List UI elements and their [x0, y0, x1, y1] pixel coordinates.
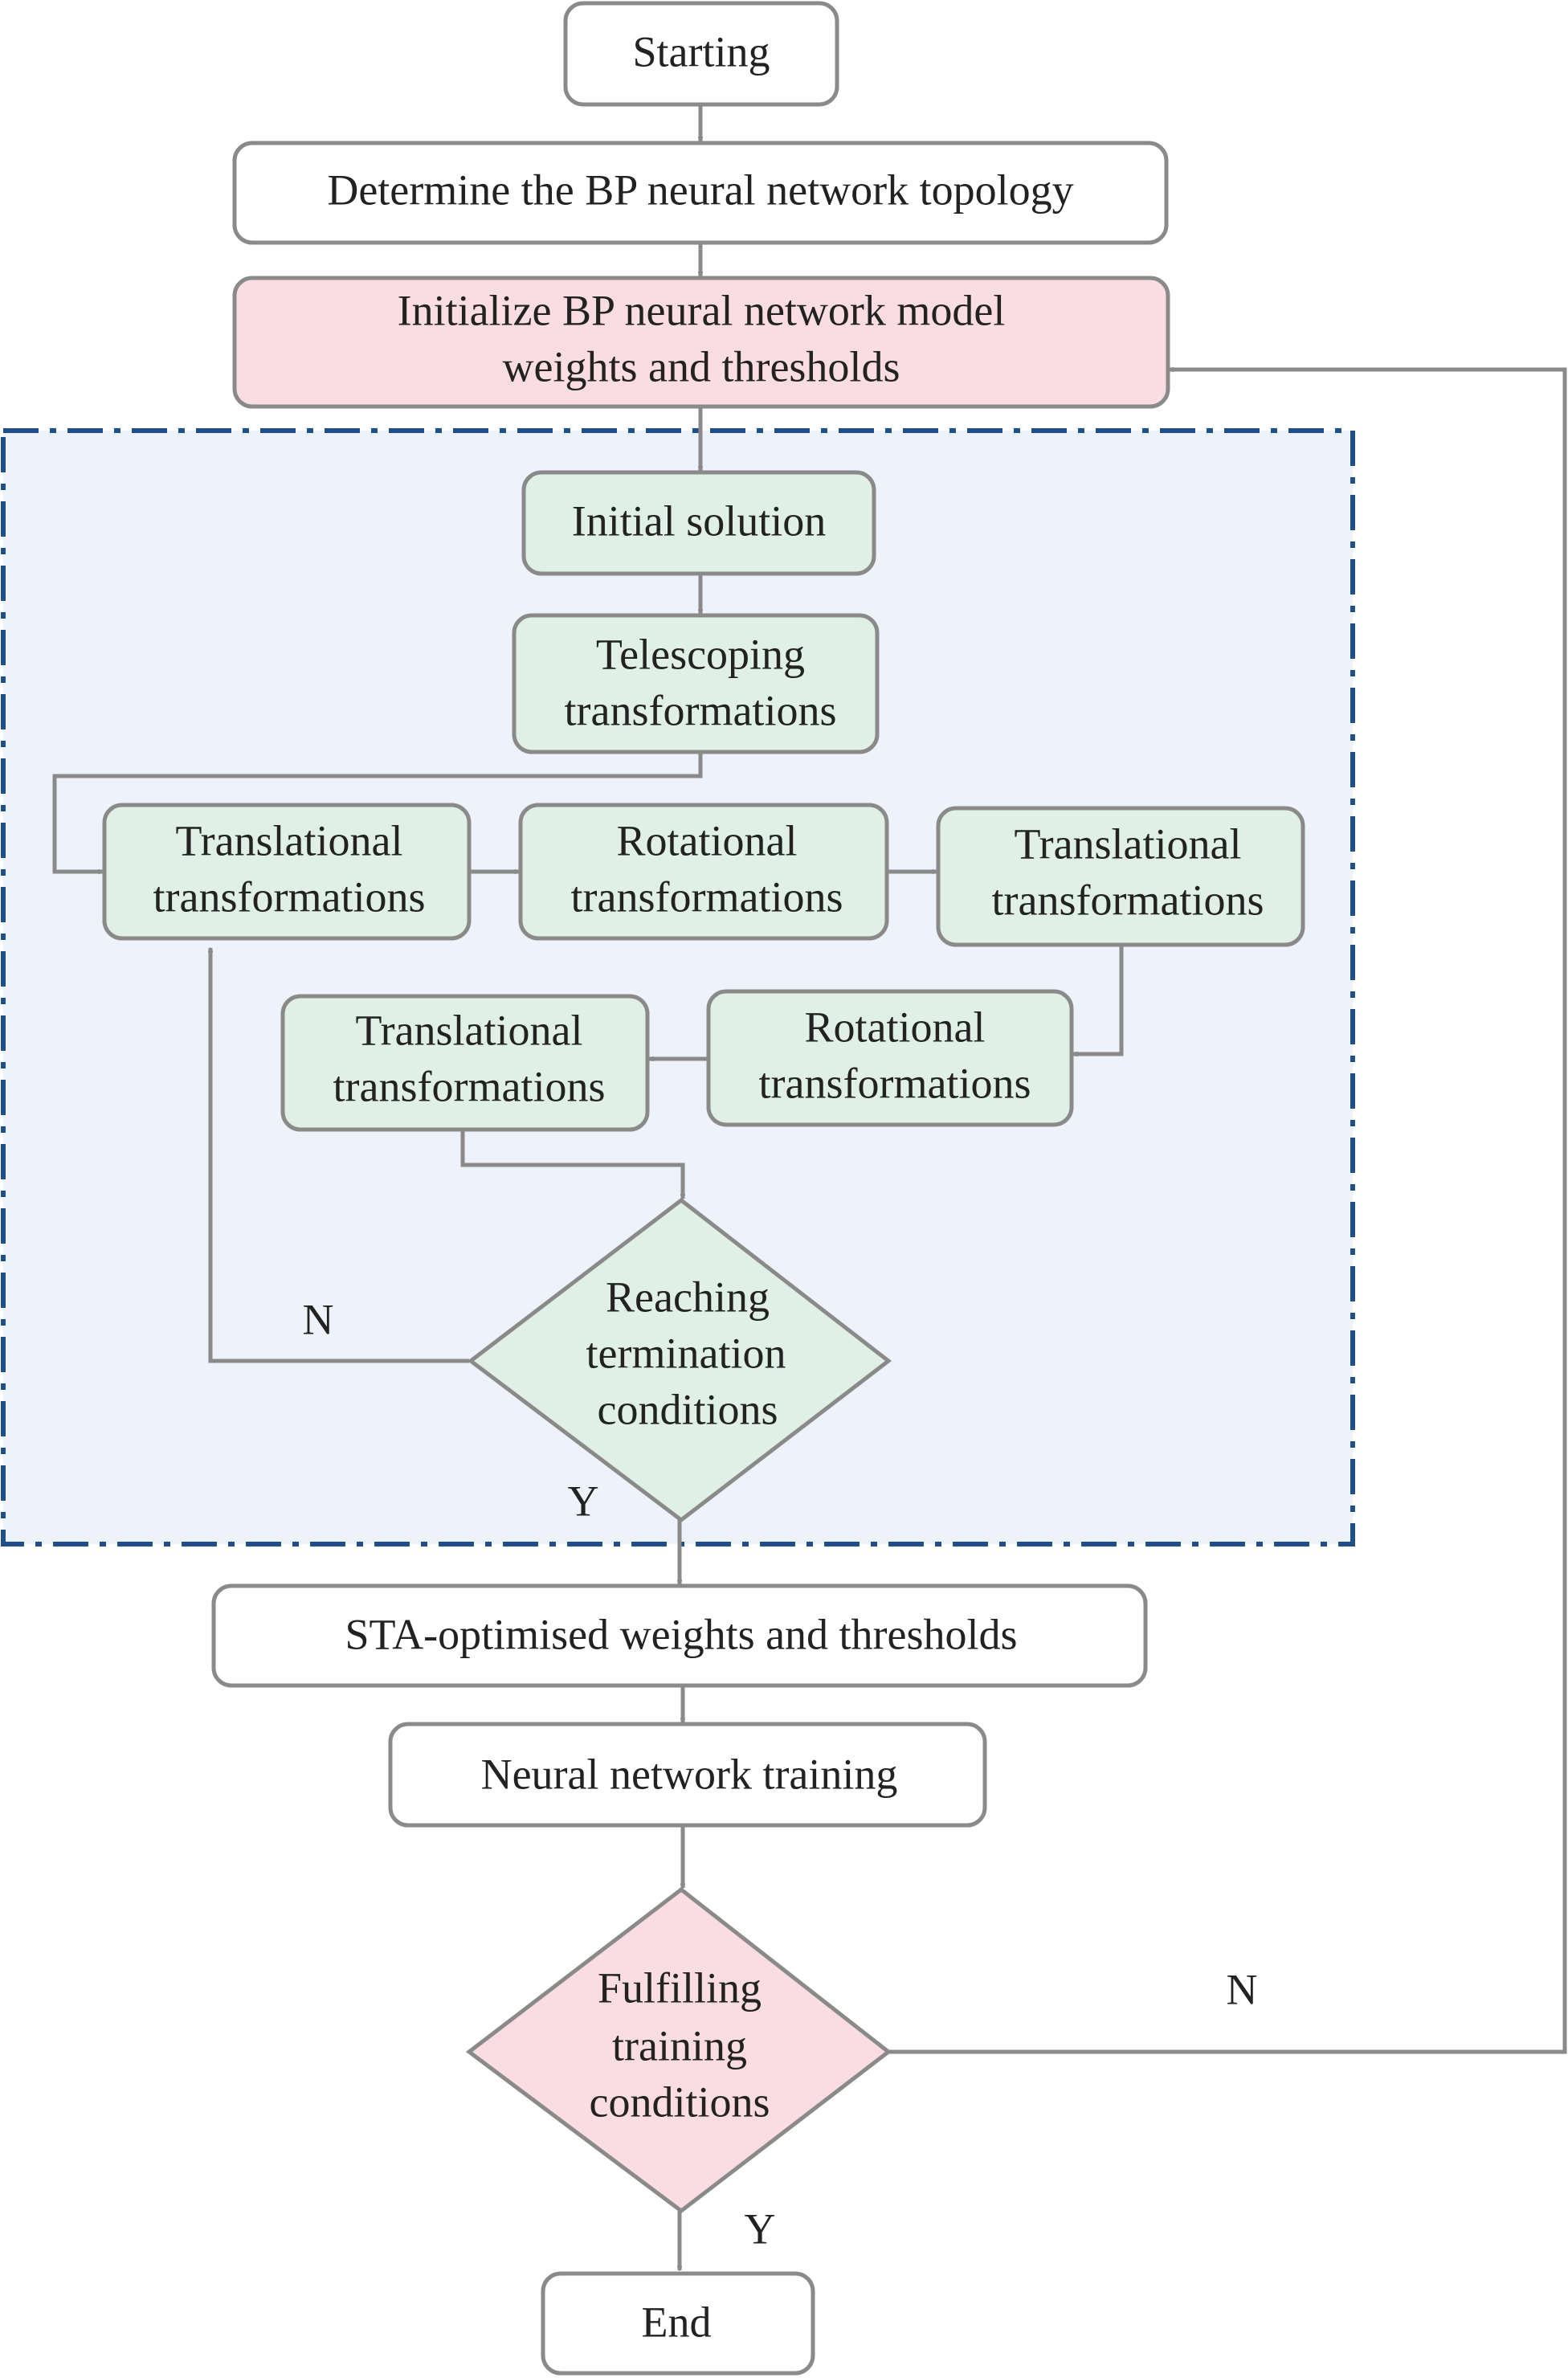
translational-c-box — [280, 994, 650, 1132]
translational-b-label-line2: transformations — [992, 876, 1264, 924]
fulfilling-no-label: N — [1227, 1965, 1258, 2013]
fulfilling-training-label-line1: Fulfilling — [598, 1963, 762, 2012]
initialize-weights-label-line1: Initialize BP neural network model — [398, 286, 1006, 334]
nn-training-label: Neural network training — [481, 1750, 898, 1798]
node-sta-optimised: STA-optimised weights and thresholds — [211, 1583, 1148, 1688]
rotational-a-label-line1: Rotational — [617, 816, 798, 864]
node-initial-solution: Initial solution — [521, 470, 876, 576]
translational-c-label-line2: transformations — [333, 1062, 606, 1110]
translational-a-box — [102, 803, 472, 941]
reaching-no-label: N — [303, 1295, 334, 1343]
node-initialize-weights: Initialize BP neural network model weigh… — [232, 276, 1170, 409]
node-nn-training: Neural network training — [388, 1722, 987, 1828]
arrow-telescoping-to-translational-a — [52, 752, 703, 872]
fulfilling-yes-label: Y — [745, 2204, 776, 2253]
connectors — [52, 104, 1567, 2270]
telescoping-label-line1: Telescoping — [596, 630, 805, 678]
initial-solution-label: Initial solution — [572, 496, 827, 545]
nn-training-box — [388, 1722, 987, 1828]
rotational-b-label-line1: Rotational — [805, 1003, 986, 1051]
determine-topology-label: Determine the BP neural network topology — [327, 165, 1073, 214]
fulfilling-training-label-line3: conditions — [590, 2078, 770, 2126]
node-fulfilling-training: Fulfilling training conditions — [465, 1886, 892, 2214]
telescoping-label-line2: transformations — [565, 686, 837, 734]
translational-a-label-line1: Translational — [176, 816, 403, 864]
rotational-b-label-line2: transformations — [759, 1059, 1031, 1107]
node-determine-topology: Determine the BP neural network topology — [232, 141, 1169, 245]
node-reaching-termination: Reaching termination conditions — [467, 1197, 892, 1523]
rotational-b-box — [706, 989, 1074, 1127]
fulfilling-training-label-line2: training — [612, 2021, 747, 2070]
initialize-weights-box — [232, 276, 1170, 409]
node-starting: Starting — [563, 1, 839, 107]
initial-solution-box — [521, 470, 876, 576]
arrow-translational-b-to-rotational-b — [1073, 945, 1124, 1054]
sta-optimised-label: STA-optimised weights and thresholds — [345, 1610, 1017, 1658]
starting-label: Starting — [633, 27, 770, 76]
fulfilling-training-diamond — [465, 1886, 892, 2214]
rotational-a-label-line2: transformations — [571, 872, 843, 921]
sta-optimised-box — [211, 1583, 1148, 1688]
node-rotational-b: Rotational transformations — [706, 989, 1074, 1127]
node-end: End — [541, 2271, 815, 2376]
node-translational-c: Translational transformations — [280, 994, 650, 1132]
node-translational-b: Translational transformations — [936, 806, 1305, 947]
reaching-yes-label: Y — [568, 1477, 599, 1525]
reaching-termination-label-line2: termination — [586, 1329, 786, 1377]
reaching-termination-label-line1: Reaching — [606, 1273, 770, 1321]
telescoping-box — [512, 613, 880, 754]
reaching-termination-label-line3: conditions — [598, 1385, 778, 1433]
arrow-translational-c-to-reaching — [460, 1130, 683, 1199]
translational-b-box — [936, 806, 1305, 947]
node-translational-a: Translational transformations — [102, 803, 472, 941]
rotational-a-box — [518, 803, 889, 941]
starting-box — [563, 1, 839, 107]
translational-a-label-line2: transformations — [153, 872, 426, 921]
determine-topology-box — [232, 141, 1169, 245]
arrow-reaching-no-loop — [210, 948, 469, 1363]
end-label: End — [642, 2298, 712, 2346]
translational-c-label-line1: Translational — [356, 1006, 583, 1054]
translational-b-label-line1: Translational — [1015, 819, 1242, 868]
reaching-termination-diamond — [467, 1197, 892, 1523]
node-rotational-a: Rotational transformations — [518, 803, 889, 941]
initialize-weights-label-line2: weights and thresholds — [503, 342, 900, 390]
arrow-fulfilling-no-loop — [888, 370, 1567, 2054]
node-telescoping: Telescoping transformations — [512, 613, 880, 754]
end-box — [541, 2271, 815, 2376]
